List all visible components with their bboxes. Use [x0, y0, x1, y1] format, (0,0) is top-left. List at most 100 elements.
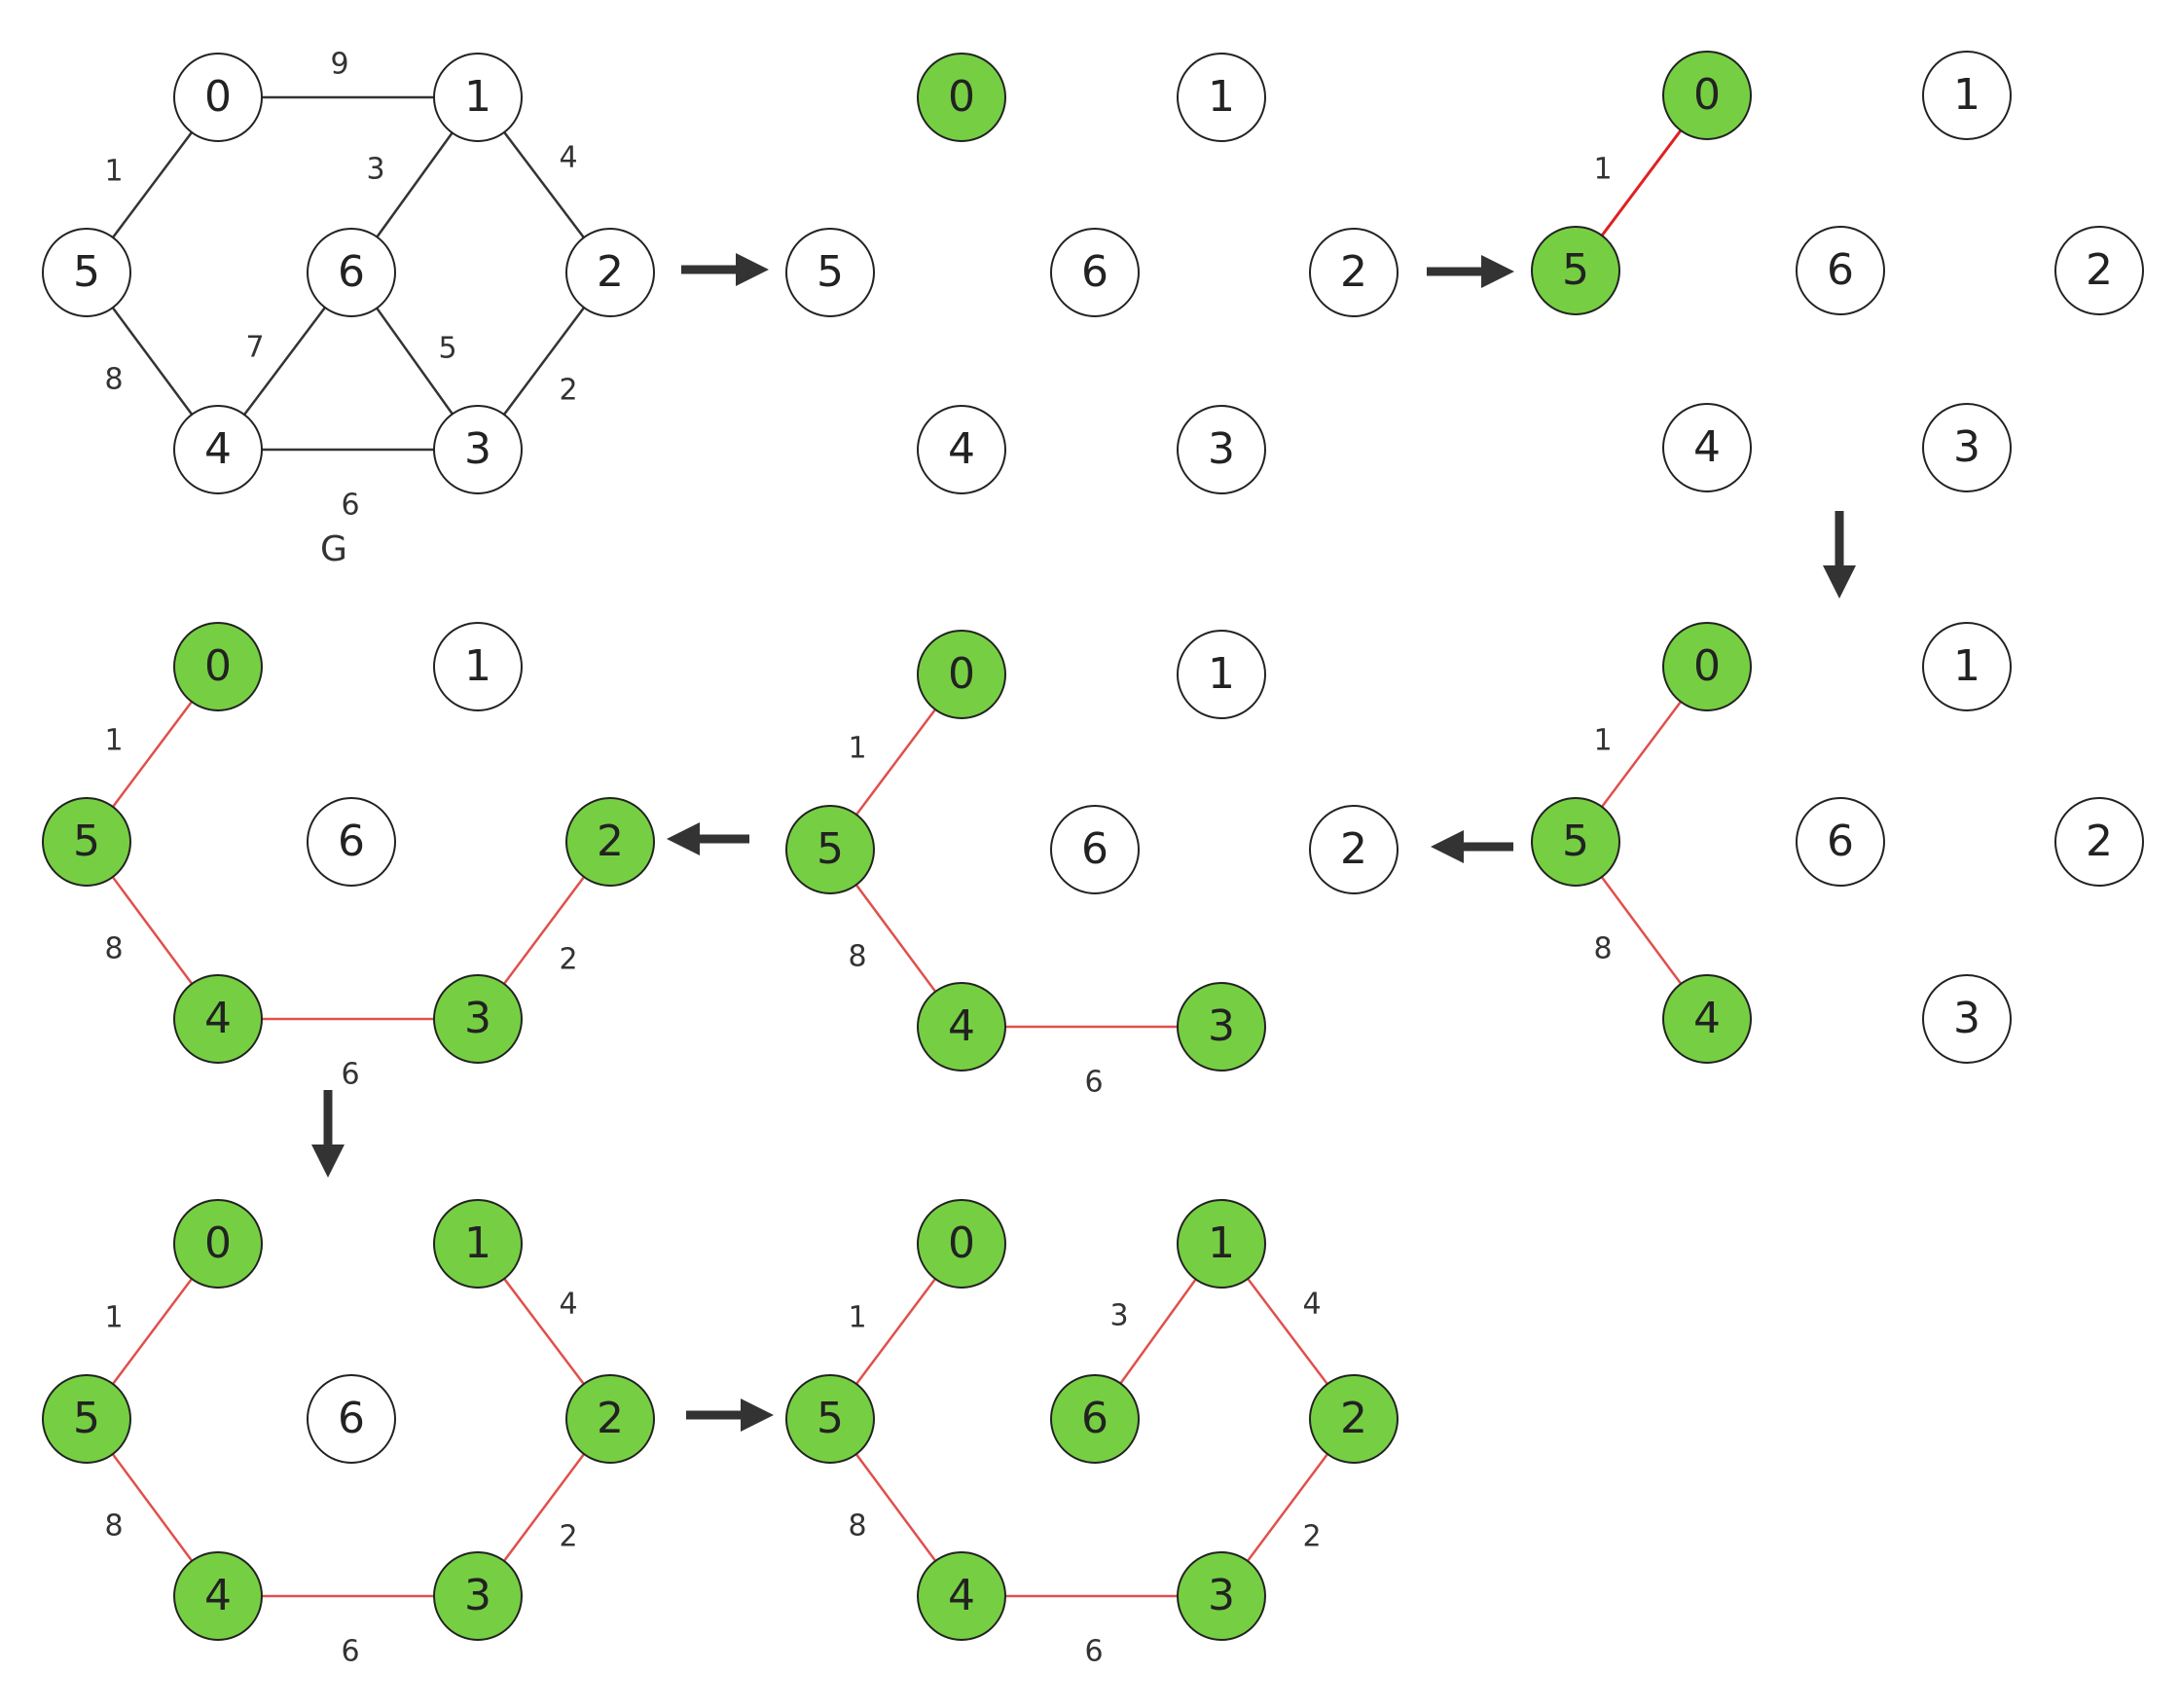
step7-node-label-3: 3	[1208, 1571, 1235, 1620]
step5-node-1	[433, 622, 523, 711]
flow-arrow-6	[311, 1090, 345, 1178]
step2-node-label-0: 0	[1693, 70, 1721, 120]
step2-node-label-4: 4	[1693, 422, 1721, 472]
graph-edge-weight-6-3: 5	[438, 332, 456, 366]
step4-node-label-0: 0	[948, 649, 975, 699]
step3-node-5	[1531, 797, 1620, 887]
step6-edge-weight-3-2: 2	[559, 1520, 577, 1554]
step2-node-label-2: 2	[2086, 245, 2113, 295]
step4-node-5	[785, 805, 875, 894]
graph-edge-weight-4-3: 6	[341, 489, 359, 523]
flow-arrow-2	[1427, 255, 1514, 288]
step2-node-6	[1796, 226, 1885, 315]
step3-node-label-1: 1	[1953, 641, 1980, 691]
step3-node-6	[1796, 797, 1885, 887]
step7-node-label-4: 4	[948, 1571, 975, 1620]
graph-node-label-1: 1	[464, 72, 491, 122]
step6-node-label-3: 3	[464, 1571, 491, 1620]
step2-node-label-1: 1	[1953, 70, 1980, 120]
graph-node-5	[42, 228, 131, 317]
step4-node-label-3: 3	[1208, 1001, 1235, 1051]
step2-node-label-3: 3	[1953, 422, 1980, 472]
step5-node-3	[433, 974, 523, 1064]
step5-edge-weight-0-5: 1	[104, 724, 123, 758]
step6-edge-weight-4-3: 6	[341, 1635, 359, 1669]
step6-node-label-0: 0	[204, 1218, 232, 1268]
step2-node-4	[1662, 403, 1752, 492]
step5-node-label-0: 0	[204, 641, 232, 691]
step6-edge-weight-2-1: 4	[559, 1288, 577, 1322]
step7-node-5	[785, 1374, 875, 1464]
step6-node-label-6: 6	[338, 1394, 365, 1443]
step5-node-label-1: 1	[464, 641, 491, 691]
step6-node-1	[433, 1199, 523, 1289]
step4-node-0	[917, 630, 1006, 719]
step4-node-label-6: 6	[1081, 824, 1108, 874]
step6-node-4	[173, 1551, 263, 1641]
flow-arrow-7	[686, 1399, 774, 1432]
step3-node-1	[1922, 622, 2012, 711]
step4-node-2	[1309, 805, 1399, 894]
step1-node-label-1: 1	[1208, 72, 1235, 122]
graph-caption: G	[320, 529, 347, 569]
graph-node-label-3: 3	[464, 424, 491, 474]
graph-edge-weight-5-4: 8	[104, 363, 123, 397]
step1-node-5	[785, 228, 875, 317]
graph-node-label-4: 4	[204, 424, 232, 474]
graph-node-label-6: 6	[338, 247, 365, 297]
step7-edge-weight-3-2: 2	[1302, 1520, 1321, 1554]
step4-node-label-2: 2	[1340, 824, 1367, 874]
step1-node-label-0: 0	[948, 72, 975, 122]
step5-node-0	[173, 622, 263, 711]
graph-node-6	[307, 228, 396, 317]
step4-node-label-5: 5	[817, 824, 844, 874]
step6-node-label-5: 5	[73, 1394, 100, 1443]
step2-node-5	[1531, 226, 1620, 315]
step3-node-2	[2054, 797, 2144, 887]
step7-edge-weight-0-5: 1	[848, 1301, 866, 1335]
step1-node-1	[1177, 53, 1266, 142]
step1-node-label-2: 2	[1340, 247, 1367, 297]
step5-edge-weight-5-4: 8	[104, 932, 123, 966]
step1-node-2	[1309, 228, 1399, 317]
graph-edge-weight-1-2: 4	[559, 141, 577, 175]
step5-node-label-3: 3	[464, 994, 491, 1043]
graph-node-4	[173, 405, 263, 494]
flow-arrow-4	[1431, 830, 1513, 863]
step6-edge-weight-5-4: 8	[104, 1509, 123, 1544]
step7-edge-weight-5-4: 8	[848, 1509, 866, 1544]
step2-node-2	[2054, 226, 2144, 315]
step6-node-label-2: 2	[597, 1394, 624, 1443]
step7-node-4	[917, 1551, 1006, 1641]
step7-edge-weight-1-6: 3	[1109, 1299, 1128, 1333]
step5-edge-weight-4-3: 6	[341, 1058, 359, 1092]
step3-node-label-3: 3	[1953, 994, 1980, 1043]
step4-edge-weight-4-3: 6	[1084, 1066, 1103, 1100]
graph-node-label-5: 5	[73, 247, 100, 297]
graph-node-0	[173, 53, 263, 142]
algorithm-steps: 0 1 2 3 4 5 6 1 0 1 2 3 4 5 6 1 8 0 1 2 3 4 5 6 1 8 6 0 1 2 3 4 5 6 1 8 6 2 0 1…	[42, 51, 2144, 1669]
step2-edge-weight-0-5: 1	[1593, 153, 1612, 187]
step3-node-label-0: 0	[1693, 641, 1721, 691]
step4-edge-weight-0-5: 1	[848, 732, 866, 766]
step5-node-label-5: 5	[73, 817, 100, 866]
step1-node-0	[917, 53, 1006, 142]
graph-node-1	[433, 53, 523, 142]
step3-node-label-6: 6	[1827, 817, 1854, 866]
step3-node-label-2: 2	[2086, 817, 2113, 866]
step6-node-5	[42, 1374, 131, 1464]
step3-node-4	[1662, 974, 1752, 1064]
step3-node-label-4: 4	[1693, 994, 1721, 1043]
step3-node-0	[1662, 622, 1752, 711]
step7-node-3	[1177, 1551, 1266, 1641]
step6-node-6	[307, 1374, 396, 1464]
step4-node-1	[1177, 630, 1266, 719]
step2-node-label-5: 5	[1562, 245, 1589, 295]
